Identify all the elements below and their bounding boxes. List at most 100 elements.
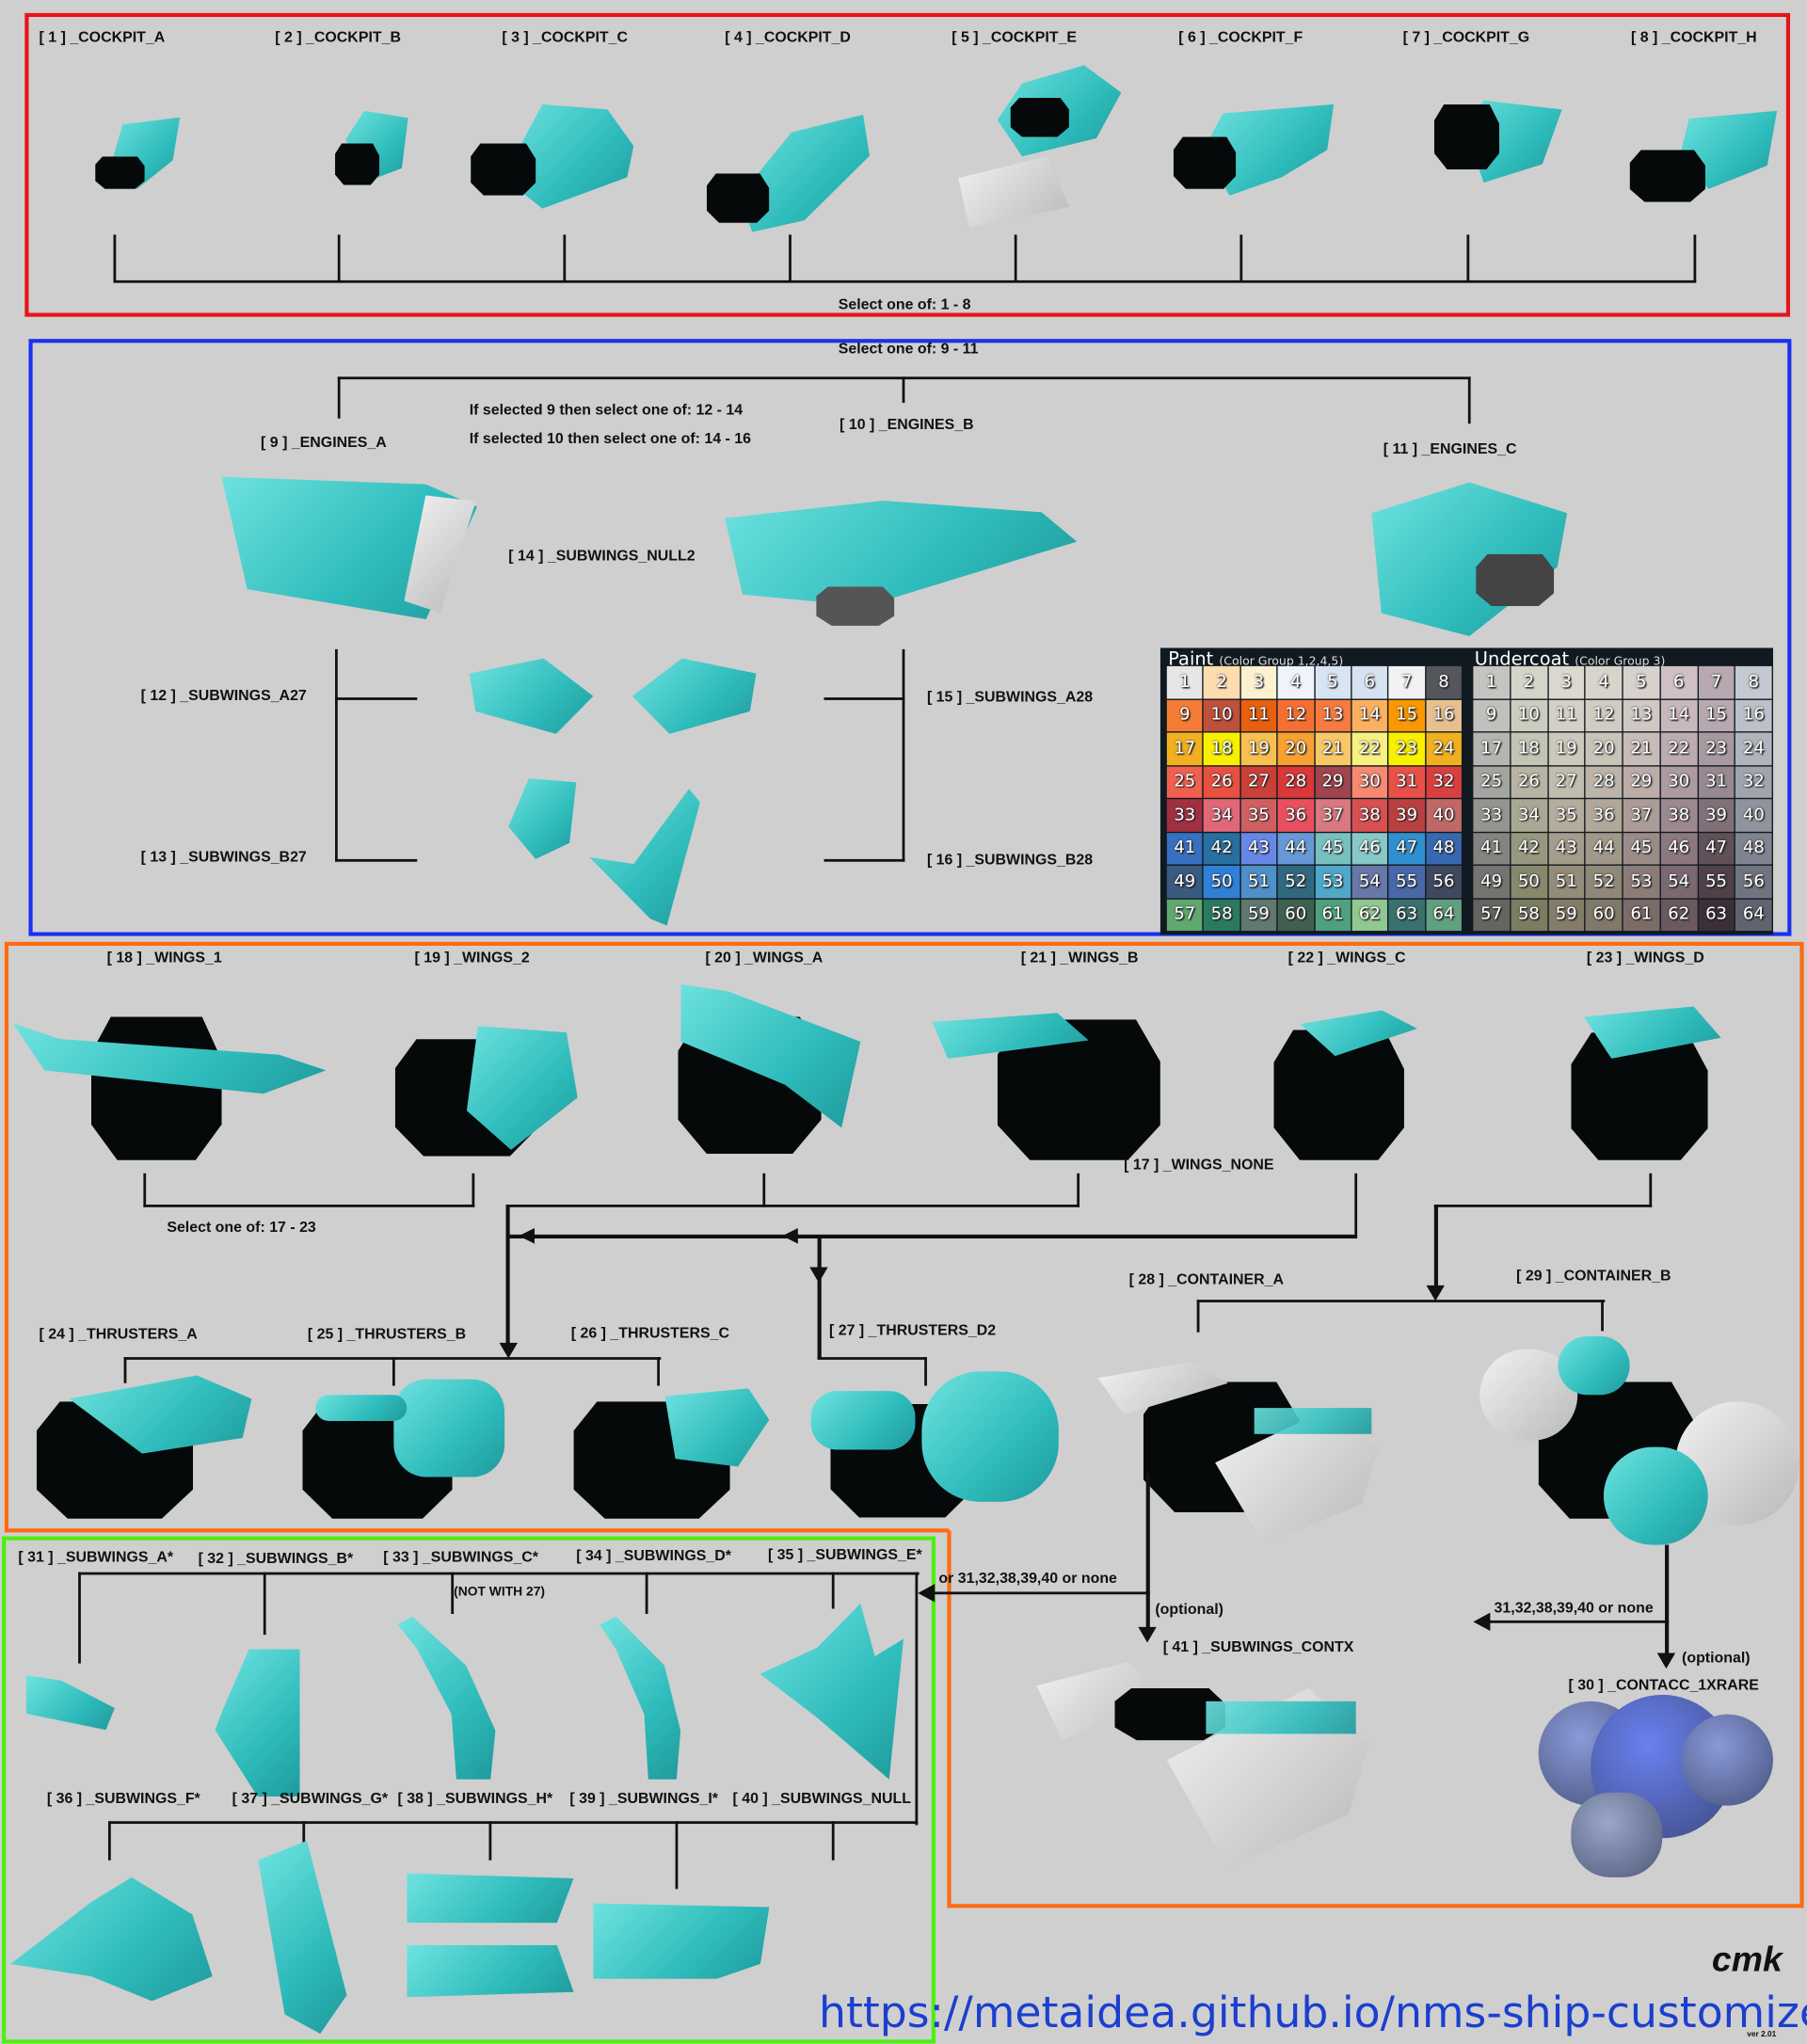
undercoat-swatch-31[interactable]: 31 <box>1698 765 1735 798</box>
undercoat-swatch-49[interactable]: 49 <box>1473 865 1510 898</box>
undercoat-swatch-55[interactable]: 55 <box>1698 865 1735 898</box>
undercoat-swatch-45[interactable]: 45 <box>1623 832 1660 865</box>
paint-swatch-1[interactable]: 1 <box>1166 665 1203 698</box>
paint-swatch-10[interactable]: 10 <box>1204 699 1240 732</box>
paint-swatch-7[interactable]: 7 <box>1388 665 1425 698</box>
paint-swatch-40[interactable]: 40 <box>1425 799 1462 832</box>
paint-swatch-53[interactable]: 53 <box>1315 865 1351 898</box>
paint-swatch-63[interactable]: 63 <box>1388 899 1425 932</box>
paint-swatch-27[interactable]: 27 <box>1240 765 1277 798</box>
paint-swatch-41[interactable]: 41 <box>1166 832 1203 865</box>
paint-swatch-54[interactable]: 54 <box>1351 865 1388 898</box>
paint-swatch-13[interactable]: 13 <box>1315 699 1351 732</box>
undercoat-swatch-44[interactable]: 44 <box>1585 832 1623 865</box>
undercoat-swatch-63[interactable]: 63 <box>1698 899 1735 932</box>
undercoat-swatch-38[interactable]: 38 <box>1660 799 1697 832</box>
undercoat-swatch-14[interactable]: 14 <box>1660 699 1697 732</box>
undercoat-swatch-53[interactable]: 53 <box>1623 865 1660 898</box>
paint-swatch-11[interactable]: 11 <box>1240 699 1277 732</box>
undercoat-swatch-24[interactable]: 24 <box>1735 732 1772 765</box>
paint-swatch-35[interactable]: 35 <box>1240 799 1277 832</box>
undercoat-swatch-7[interactable]: 7 <box>1698 665 1735 698</box>
undercoat-swatch-12[interactable]: 12 <box>1585 699 1623 732</box>
paint-swatch-8[interactable]: 8 <box>1425 665 1462 698</box>
undercoat-swatch-15[interactable]: 15 <box>1698 699 1735 732</box>
undercoat-swatch-42[interactable]: 42 <box>1511 832 1547 865</box>
undercoat-swatch-19[interactable]: 19 <box>1548 732 1585 765</box>
undercoat-swatch-25[interactable]: 25 <box>1473 765 1510 798</box>
paint-swatch-21[interactable]: 21 <box>1315 732 1351 765</box>
paint-swatch-30[interactable]: 30 <box>1351 765 1388 798</box>
undercoat-swatch-57[interactable]: 57 <box>1473 899 1510 932</box>
undercoat-swatch-52[interactable]: 52 <box>1585 865 1623 898</box>
undercoat-swatch-17[interactable]: 17 <box>1473 732 1510 765</box>
undercoat-swatch-21[interactable]: 21 <box>1623 732 1660 765</box>
undercoat-swatch-43[interactable]: 43 <box>1548 832 1585 865</box>
undercoat-swatch-61[interactable]: 61 <box>1623 899 1660 932</box>
paint-swatch-2[interactable]: 2 <box>1204 665 1240 698</box>
paint-swatch-19[interactable]: 19 <box>1240 732 1277 765</box>
undercoat-swatch-29[interactable]: 29 <box>1623 765 1660 798</box>
paint-swatch-48[interactable]: 48 <box>1425 832 1462 865</box>
paint-swatch-37[interactable]: 37 <box>1315 799 1351 832</box>
undercoat-swatch-36[interactable]: 36 <box>1585 799 1623 832</box>
paint-swatch-29[interactable]: 29 <box>1315 765 1351 798</box>
paint-swatch-46[interactable]: 46 <box>1351 832 1388 865</box>
undercoat-swatch-23[interactable]: 23 <box>1698 732 1735 765</box>
undercoat-swatch-64[interactable]: 64 <box>1735 899 1772 932</box>
undercoat-swatch-34[interactable]: 34 <box>1511 799 1547 832</box>
paint-swatch-5[interactable]: 5 <box>1315 665 1351 698</box>
paint-swatch-62[interactable]: 62 <box>1351 899 1388 932</box>
paint-swatch-24[interactable]: 24 <box>1425 732 1462 765</box>
undercoat-swatch-1[interactable]: 1 <box>1473 665 1510 698</box>
undercoat-swatch-54[interactable]: 54 <box>1660 865 1697 898</box>
paint-swatch-6[interactable]: 6 <box>1351 665 1388 698</box>
paint-swatch-26[interactable]: 26 <box>1204 765 1240 798</box>
undercoat-swatch-4[interactable]: 4 <box>1585 665 1623 698</box>
paint-swatch-52[interactable]: 52 <box>1277 865 1314 898</box>
undercoat-swatch-58[interactable]: 58 <box>1511 899 1547 932</box>
undercoat-swatch-33[interactable]: 33 <box>1473 799 1510 832</box>
paint-swatch-36[interactable]: 36 <box>1277 799 1314 832</box>
paint-swatch-28[interactable]: 28 <box>1277 765 1314 798</box>
paint-swatch-57[interactable]: 57 <box>1166 899 1203 932</box>
undercoat-swatch-18[interactable]: 18 <box>1511 732 1547 765</box>
undercoat-swatch-2[interactable]: 2 <box>1511 665 1547 698</box>
undercoat-swatch-3[interactable]: 3 <box>1548 665 1585 698</box>
paint-swatch-50[interactable]: 50 <box>1204 865 1240 898</box>
paint-swatch-12[interactable]: 12 <box>1277 699 1314 732</box>
paint-swatch-47[interactable]: 47 <box>1388 832 1425 865</box>
paint-swatch-20[interactable]: 20 <box>1277 732 1314 765</box>
undercoat-swatch-51[interactable]: 51 <box>1548 865 1585 898</box>
paint-swatch-34[interactable]: 34 <box>1204 799 1240 832</box>
paint-swatch-59[interactable]: 59 <box>1240 899 1277 932</box>
undercoat-swatch-11[interactable]: 11 <box>1548 699 1585 732</box>
paint-swatch-9[interactable]: 9 <box>1166 699 1203 732</box>
paint-swatch-58[interactable]: 58 <box>1204 899 1240 932</box>
paint-swatch-22[interactable]: 22 <box>1351 732 1388 765</box>
undercoat-swatch-26[interactable]: 26 <box>1511 765 1547 798</box>
undercoat-swatch-6[interactable]: 6 <box>1660 665 1697 698</box>
undercoat-swatch-50[interactable]: 50 <box>1511 865 1547 898</box>
paint-swatch-44[interactable]: 44 <box>1277 832 1314 865</box>
undercoat-swatch-22[interactable]: 22 <box>1660 732 1697 765</box>
paint-swatch-23[interactable]: 23 <box>1388 732 1425 765</box>
paint-swatch-51[interactable]: 51 <box>1240 865 1277 898</box>
undercoat-swatch-8[interactable]: 8 <box>1735 665 1772 698</box>
project-url-link[interactable]: https://metaidea.github.io/nms-ship-cust… <box>818 1987 1807 2038</box>
undercoat-swatch-60[interactable]: 60 <box>1585 899 1623 932</box>
undercoat-swatch-13[interactable]: 13 <box>1623 699 1660 732</box>
undercoat-swatch-46[interactable]: 46 <box>1660 832 1697 865</box>
paint-swatch-16[interactable]: 16 <box>1425 699 1462 732</box>
paint-swatch-38[interactable]: 38 <box>1351 799 1388 832</box>
paint-swatch-60[interactable]: 60 <box>1277 899 1314 932</box>
paint-swatch-17[interactable]: 17 <box>1166 732 1203 765</box>
undercoat-swatch-40[interactable]: 40 <box>1735 799 1772 832</box>
paint-swatch-4[interactable]: 4 <box>1277 665 1314 698</box>
paint-swatch-49[interactable]: 49 <box>1166 865 1203 898</box>
undercoat-swatch-9[interactable]: 9 <box>1473 699 1510 732</box>
paint-swatch-15[interactable]: 15 <box>1388 699 1425 732</box>
paint-swatch-39[interactable]: 39 <box>1388 799 1425 832</box>
paint-swatch-18[interactable]: 18 <box>1204 732 1240 765</box>
undercoat-swatch-47[interactable]: 47 <box>1698 832 1735 865</box>
